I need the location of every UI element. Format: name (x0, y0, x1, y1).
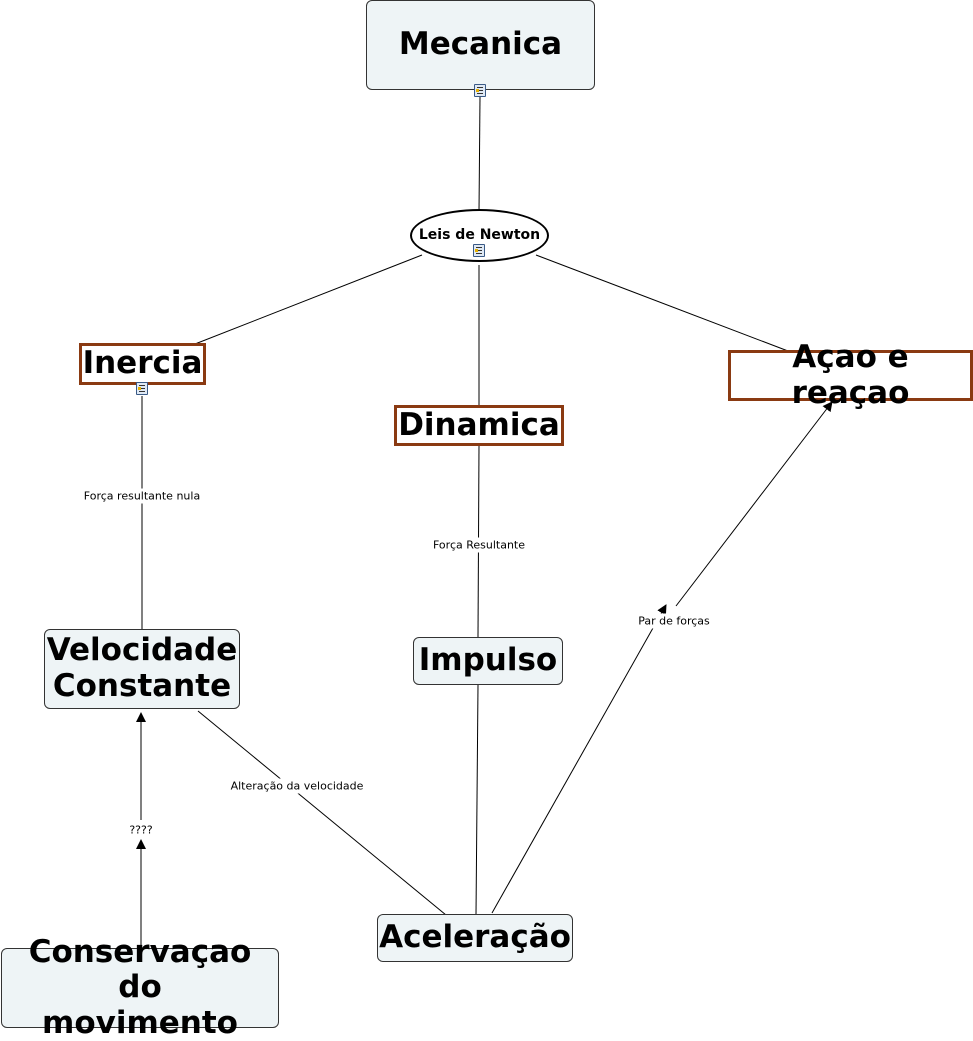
concept-conservacao-line1: Conservaçao do (28, 933, 252, 1006)
link-label-alteracao-da-velocidade: Alteração da velocidade (228, 778, 366, 794)
concept-impulso-label: Impulso (418, 642, 558, 679)
document-resource-icon[interactable] (474, 84, 486, 97)
document-resource-icon[interactable] (136, 382, 148, 395)
line-impulso-aceleracao (475, 684, 479, 916)
line-velocidade-aceleracao (197, 710, 447, 916)
concept-acao-e-reacao[interactable]: Açao e reaçao (728, 339, 973, 410)
concept-conservacao-do-movimento[interactable]: Conservaçao do movimento (1, 934, 279, 1040)
concept-velocidade-constante-line2: Constante (52, 668, 232, 704)
concept-conservacao-line2: movimento (42, 1004, 238, 1041)
concept-dinamica-label: Dinamica (398, 406, 560, 443)
concept-aceleracao-label: Aceleração (379, 919, 571, 956)
link-label-par-de-forcas: Par de forças (636, 613, 712, 629)
line-mecanica-leis (478, 96, 481, 213)
document-resource-icon[interactable] (473, 244, 485, 257)
concept-aceleracao[interactable]: Aceleração (377, 914, 573, 962)
line-par-acao (675, 401, 833, 607)
concept-acao-e-reacao-label: Açao e reaçao (791, 338, 910, 411)
concept-impulso[interactable]: Impulso (413, 637, 563, 685)
link-label-forca-resultante: Força Resultante (430, 537, 528, 553)
concept-mecanica[interactable]: Mecanica (366, 0, 595, 90)
link-label-question-marks: ???? (127, 822, 155, 838)
concept-inercia-label: Inercia (82, 345, 203, 382)
line-aceleracao-par (491, 604, 667, 914)
line-leis-acao (535, 254, 789, 352)
concept-velocidade-constante-line1: Velocidade (46, 632, 238, 669)
concept-mecanica-label: Mecanica (398, 26, 563, 63)
concept-leis-de-newton-label: Leis de Newton (418, 227, 541, 244)
concept-inercia[interactable]: Inercia (79, 343, 206, 385)
concept-dinamica[interactable]: Dinamica (394, 405, 564, 446)
line-leis-inercia (194, 254, 423, 345)
link-label-forca-resultante-nula: Força resultante nula (81, 488, 203, 504)
concept-velocidade-constante[interactable]: Velocidade Constante (44, 629, 240, 709)
